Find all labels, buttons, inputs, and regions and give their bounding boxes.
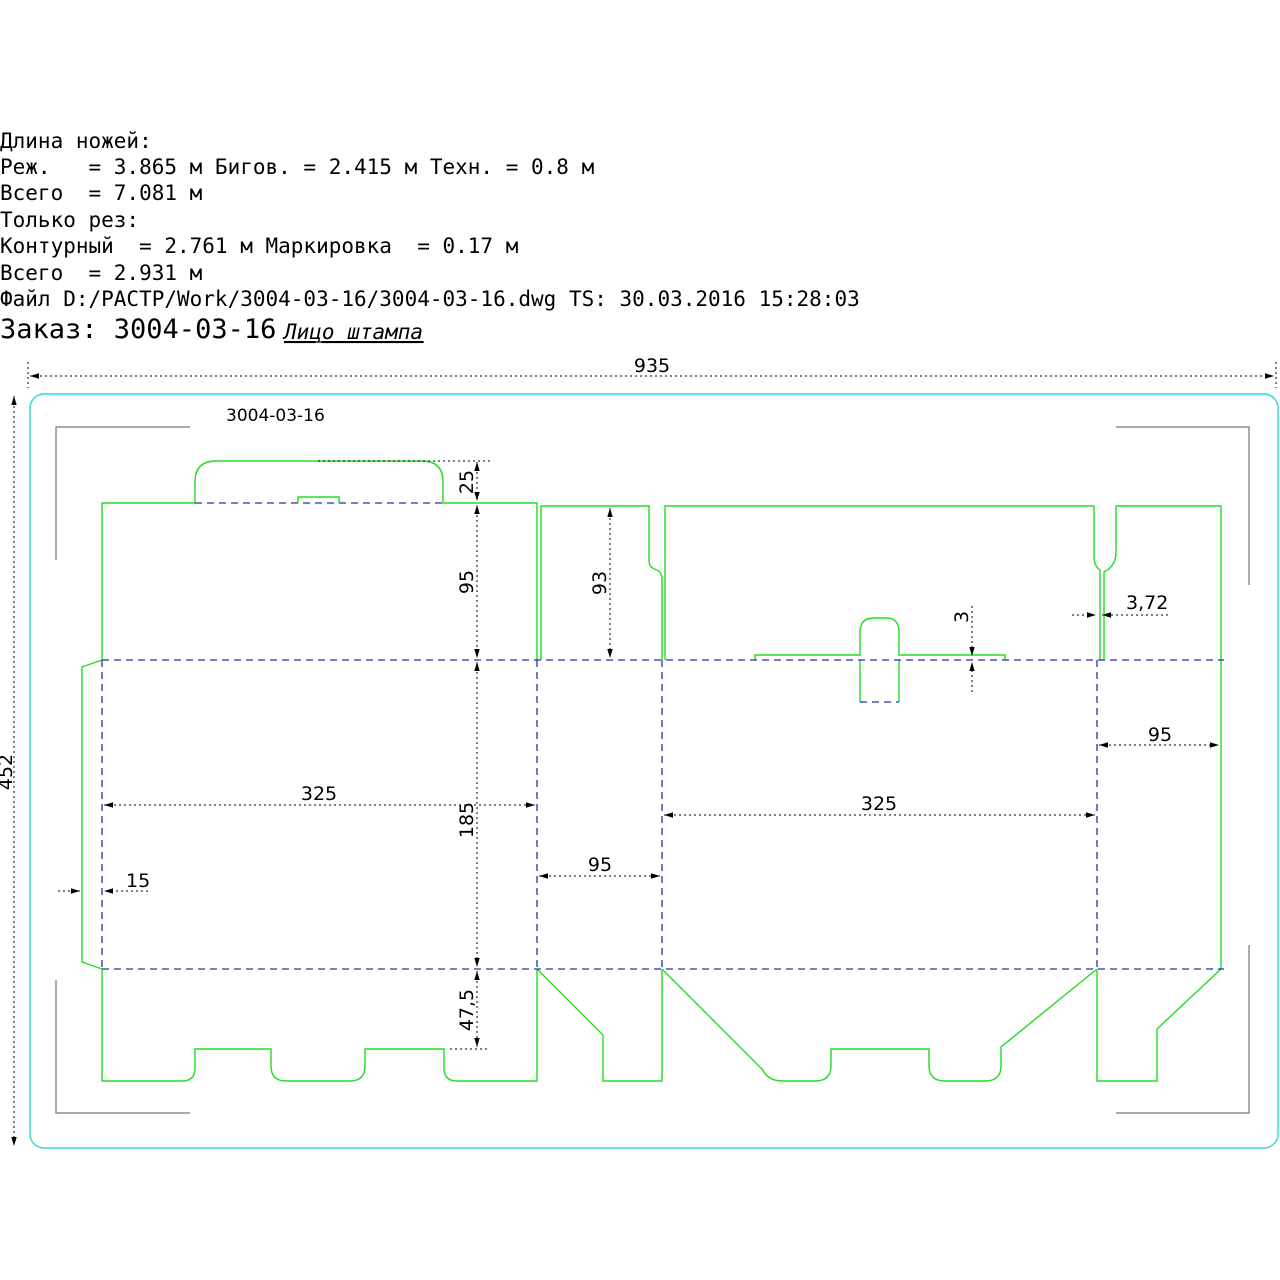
dim-end-width: 95: [1148, 724, 1172, 746]
dim-side-upper: 93: [589, 571, 611, 595]
header-line-3: Всего = 7.081 м: [0, 181, 203, 205]
dim-back-width: 325: [861, 793, 897, 815]
dim-glue-flap: 15: [126, 870, 150, 892]
dim-slot-depth: 3: [951, 611, 973, 623]
dim-middle-height: 185: [456, 802, 478, 838]
header-block: Длина ножей: Реж. = 3.865 м Бигов. = 2.4…: [0, 129, 860, 345]
overall-height-label: 452: [0, 754, 17, 790]
dim-front-upper: 95: [456, 570, 478, 594]
cut-lines: [81, 460, 1222, 1082]
stamp-label: 3004-03-16: [226, 406, 325, 426]
header-line-1: Длина ножей:: [0, 129, 152, 153]
header-line-2: Реж. = 3.865 м Бигов. = 2.415 м Техн. = …: [0, 155, 595, 179]
corner-marks: [55, 426, 1250, 1114]
dim-side-width: 95: [588, 854, 612, 876]
header-line-7: Файл D:/PACTP/Work/3004-03-16/3004-03-16…: [0, 287, 860, 311]
overall-width-dimension: 935: [27, 355, 1277, 388]
face-label: Лицо штампа: [282, 320, 423, 344]
header-line-4: Только рез:: [0, 208, 139, 232]
sheet-border: [29, 393, 1279, 1149]
header-line-5: Контурный = 2.761 м Маркировка = 0.17 м: [0, 234, 519, 258]
dim-tab-height: 25: [456, 470, 478, 494]
order-label: Заказ: 3004-03-16: [0, 314, 276, 345]
dim-gap: 3,72: [1126, 592, 1168, 614]
overall-width-label: 935: [634, 355, 670, 377]
crease-lines: [101, 502, 1224, 970]
dim-front-width: 325: [301, 783, 337, 805]
overall-height-dimension: 452: [0, 396, 17, 1146]
dim-bottom-flap: 47,5: [456, 989, 478, 1031]
dimension-annotations: 25 95 185 47,5 93 3 3,72 325 95 325: [58, 460, 1219, 1050]
header-line-6: Всего = 2.931 м: [0, 261, 203, 285]
